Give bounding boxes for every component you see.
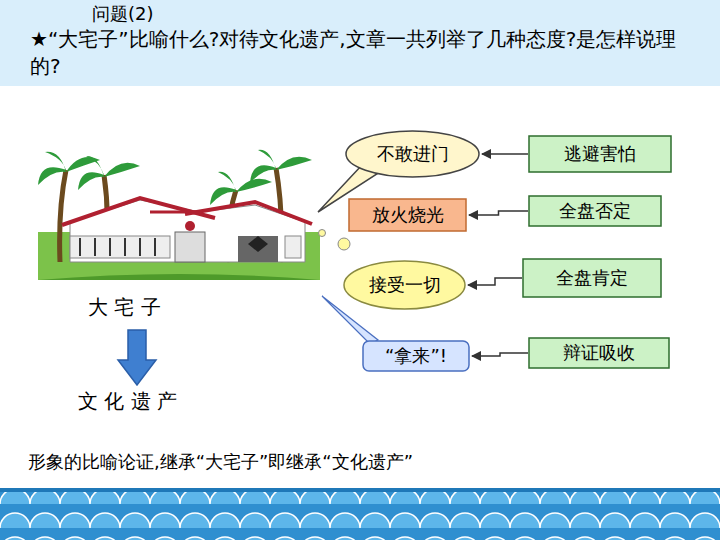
node-text: 全盘肯定: [556, 266, 628, 290]
callout-box: “拿来”!: [362, 340, 470, 372]
node-text: 全盘否定: [559, 199, 631, 223]
attitude-box: 逃避害怕: [528, 135, 672, 173]
speech-bubble-shape: [346, 131, 479, 177]
thought-cloud: 接受一切: [343, 260, 466, 310]
wave-band-edge: [0, 488, 720, 492]
connector-arrow: [469, 211, 528, 215]
callout-box-shape: [363, 341, 469, 371]
attitude-box: 全盘否定: [528, 195, 662, 227]
thought-dot: [319, 230, 326, 237]
connector-arrow: [468, 278, 522, 285]
heritage-label: 文 化 遗 产: [78, 388, 177, 415]
header-band: 问题(2)★“大宅子”比喻什么?对待文化遗产,文章一共列举了几种态度?是怎样说理…: [0, 0, 720, 86]
node-text: “拿来”!: [385, 344, 447, 368]
down-arrow: [118, 330, 156, 385]
node-text: 接受一切: [369, 273, 441, 297]
orange-box-shape: [349, 199, 466, 231]
attitude-box-shape: [523, 259, 661, 297]
attitude-box: 全盘肯定: [522, 258, 662, 298]
node-text: 放火烧光: [372, 203, 444, 227]
attitude-box-shape: [529, 136, 671, 172]
attitude-box: 辩证吸收: [528, 337, 670, 369]
node-text: 不敢进门: [377, 142, 449, 166]
wave-band: [0, 488, 720, 540]
node-text: 辩证吸收: [563, 341, 635, 365]
node-text: 逃避害怕: [564, 142, 636, 166]
header-band-fill: [0, 0, 720, 86]
speech-bubble: 不敢进门: [345, 130, 480, 178]
thought-cloud-shape: [344, 261, 465, 309]
attitude-box-shape: [529, 338, 669, 368]
connector-arrow: [472, 353, 528, 356]
house-label: 大 宅 子: [88, 294, 161, 321]
connector-arrow: [482, 153, 528, 155]
thought-dot: [338, 238, 350, 250]
question-text: ★“大宅子”比喻什么?对待文化遗产,文章一共列举了几种态度?是怎样说理的?: [30, 26, 690, 80]
conclusion-note: 形象的比喻论证,继承“大宅子”即继承“文化遗产”: [28, 450, 413, 474]
house-illustration: [38, 150, 320, 280]
question-number: 问题(2): [92, 2, 154, 26]
attitude-box-shape: [529, 196, 661, 226]
orange-box: 放火烧光: [348, 198, 467, 232]
